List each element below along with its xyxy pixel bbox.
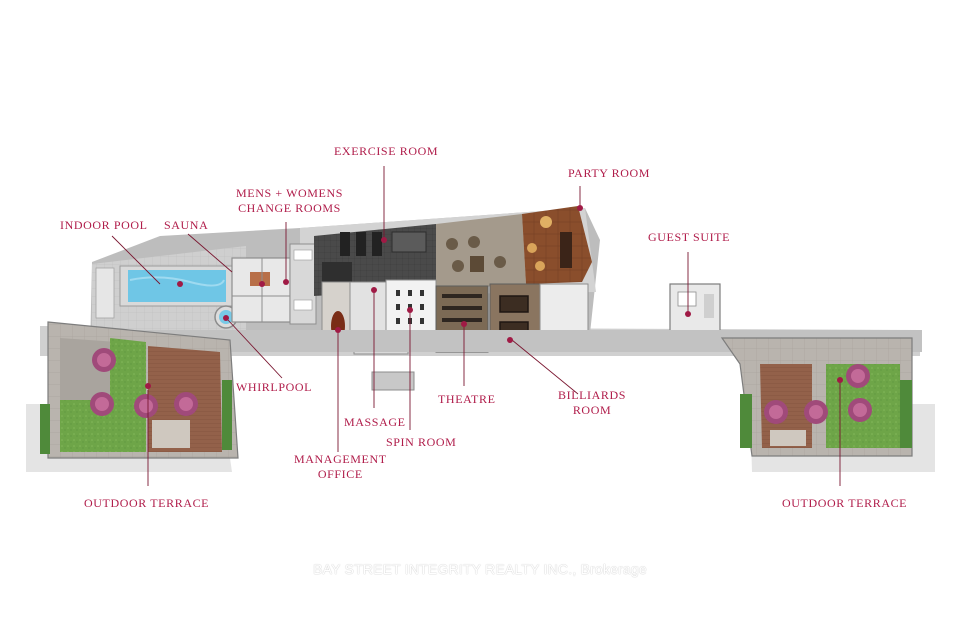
- left-blossom-trees: [90, 348, 198, 418]
- label-sauna: SAUNA: [164, 218, 209, 232]
- label-outdoor-terrace-right: OUTDOOR TERRACE: [782, 496, 908, 510]
- sauna-room: [250, 272, 270, 286]
- exercise-room-area: [314, 224, 436, 296]
- label-management-office: MANAGEMENT OFFICE: [294, 452, 387, 482]
- label-change-rooms: MENS + WOMENS CHANGE ROOMS: [236, 186, 343, 216]
- label-indoor-pool: INDOOR POOL: [60, 218, 148, 232]
- label-change-rooms-line1: MENS + WOMENS: [236, 186, 344, 200]
- label-billiards-room: BILLIARDS ROOM: [558, 388, 626, 418]
- party-room-area: [436, 206, 592, 290]
- label-party-room: PARTY ROOM: [568, 166, 651, 180]
- right-blossom-trees: [764, 364, 872, 424]
- outdoor-terrace-right: [720, 337, 913, 457]
- label-spin-room: SPIN ROOM: [386, 435, 457, 449]
- marker-dots: [145, 205, 843, 389]
- outdoor-terrace-left: [40, 321, 239, 459]
- label-management-line1: MANAGEMENT: [294, 452, 387, 466]
- label-billiards-line1: BILLIARDS: [558, 388, 627, 402]
- label-theatre: THEATRE: [438, 392, 496, 406]
- indoor-pool-leader: [111, 235, 161, 285]
- leader-lines: [111, 166, 841, 486]
- label-management-line2: OFFICE: [317, 467, 363, 481]
- label-exercise-room: EXERCISE ROOM: [334, 144, 439, 158]
- label-massage: MASSAGE: [344, 415, 406, 429]
- label-billiards-line2: ROOM: [572, 403, 612, 417]
- label-whirlpool: WHIRLPOOL: [236, 380, 313, 394]
- change-rooms-area: [231, 243, 317, 325]
- label-outdoor-terrace-left: OUTDOOR TERRACE: [84, 496, 210, 510]
- left-lawn: [60, 338, 146, 452]
- label-guest-suite: GUEST SUITE: [648, 230, 731, 244]
- brokerage-watermark: BAY STREET INTEGRITY REALTY INC., Broker…: [313, 561, 647, 577]
- artist-impression-note: ARTIST IMPRESSION: [728, 325, 784, 331]
- corridor: [92, 330, 922, 352]
- label-change-rooms-line2: CHANGE ROOMS: [238, 201, 341, 215]
- indoor-pool-area: [95, 265, 238, 329]
